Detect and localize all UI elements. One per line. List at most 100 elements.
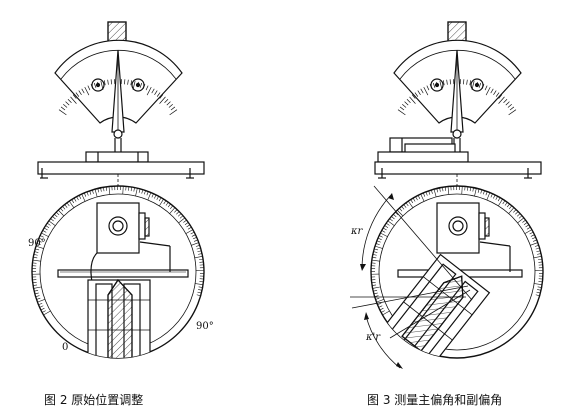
protractor-tick — [490, 193, 493, 198]
protractor-tick — [374, 248, 379, 251]
protractor-tick — [537, 286, 542, 288]
protractor-tick — [81, 193, 86, 202]
scale-tick — [404, 101, 409, 106]
protractor-tick — [513, 209, 517, 213]
protractor-tick — [192, 237, 197, 240]
protractor-tick — [373, 290, 378, 292]
figure-3-caption: 图 3 测量主偏角和副偏角 — [367, 393, 503, 407]
protractor-tick — [45, 225, 50, 228]
protractor-tick — [133, 187, 135, 192]
protractor-tick — [183, 219, 187, 223]
protractor-tick — [196, 294, 201, 297]
protractor-tick — [62, 206, 66, 210]
protractor-tick — [191, 242, 199, 246]
scale-tick — [75, 92, 80, 97]
protractor-tick — [196, 247, 201, 250]
protractor-tick — [73, 197, 77, 202]
protractor-tick — [442, 187, 444, 192]
protractor-tick — [33, 284, 38, 286]
protractor-tick — [40, 307, 45, 311]
protractor-tick — [128, 186, 130, 191]
scale-tick — [478, 82, 482, 88]
scale-tick — [423, 86, 429, 96]
protractor-tick — [184, 222, 189, 225]
protractor-tick — [380, 310, 385, 313]
scale-tick — [414, 92, 419, 97]
protractor-tick — [165, 202, 169, 206]
scale-tick — [169, 109, 178, 116]
protractor-tick — [39, 235, 44, 238]
protractor-tick — [130, 187, 133, 192]
protractor-tick — [530, 234, 535, 237]
protractor-tick — [60, 207, 64, 212]
protractor-tick — [399, 207, 403, 212]
protractor-tick — [169, 207, 176, 214]
protractor-tick — [374, 245, 383, 249]
scale-tick — [70, 96, 77, 104]
protractor-tick — [66, 202, 70, 207]
scale-tick — [493, 90, 497, 95]
base-plate — [37, 151, 205, 186]
protractor-tick — [537, 253, 542, 255]
protractor-tick — [373, 251, 378, 253]
protractor-tick — [467, 186, 469, 191]
protractor-tick — [170, 205, 174, 210]
protractor-tick — [417, 195, 421, 200]
protractor-tick — [198, 286, 203, 288]
protractor-tick — [78, 195, 82, 200]
scale-tick — [509, 106, 515, 111]
protractor-tick — [532, 239, 537, 242]
scale-tick — [107, 79, 109, 85]
protractor-tick — [486, 192, 491, 201]
protractor-tick — [538, 258, 543, 261]
protractor-tick — [41, 310, 46, 313]
protractor-tick — [483, 190, 485, 195]
scale-tick — [498, 96, 505, 104]
protractor-tick — [393, 214, 397, 218]
protractor-disc — [370, 185, 544, 359]
protractor-tick — [186, 224, 191, 228]
scale-tick — [72, 94, 77, 99]
protractor-tick — [381, 230, 386, 233]
scale-tick — [498, 94, 503, 99]
protractor-tick — [76, 196, 79, 201]
scale-tick — [417, 90, 421, 95]
protractor-tick — [39, 305, 44, 308]
protractor-tick — [135, 188, 138, 197]
protractor-tick — [158, 197, 162, 202]
protractor-tick — [34, 251, 39, 253]
protractor-tick — [372, 256, 377, 259]
protractor-tick — [523, 222, 528, 225]
scale-tick — [130, 80, 133, 86]
protractor-tick — [477, 188, 480, 193]
scale-tick — [166, 101, 171, 106]
label-kr-minor: κ'r — [365, 332, 381, 343]
protractor-tick — [447, 186, 450, 195]
protractor-tick — [177, 213, 182, 217]
protractor-tick — [433, 189, 437, 197]
protractor-tick — [159, 198, 164, 207]
protractor-tick — [506, 203, 510, 208]
protractor-tick — [32, 259, 41, 262]
protractor-tick — [198, 253, 203, 255]
scale-tick — [446, 79, 448, 85]
protractor-tick — [197, 291, 202, 294]
protractor-tick — [36, 297, 41, 300]
protractor-tick — [522, 219, 526, 223]
protractor-tick — [374, 295, 379, 298]
scale-tick — [84, 86, 90, 96]
protractor-tick — [469, 187, 472, 192]
scale-tick — [420, 88, 424, 94]
protractor-tick — [375, 297, 380, 300]
protractor-tick — [378, 305, 383, 308]
label-kr-main: κr — [350, 226, 364, 237]
protractor-tick — [502, 200, 506, 205]
protractor-tick — [199, 258, 204, 261]
protractor-tick — [147, 192, 152, 201]
protractor-tick — [382, 310, 390, 316]
protractor-tick — [195, 244, 200, 247]
scale-tick — [484, 85, 488, 91]
protractor-tick — [52, 216, 56, 220]
protractor-tick — [35, 295, 40, 298]
